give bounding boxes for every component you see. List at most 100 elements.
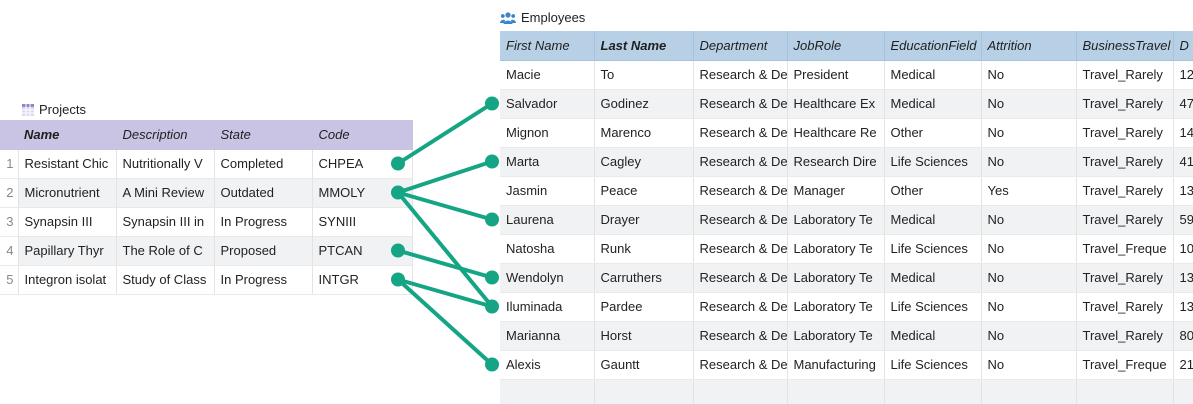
jobrole-cell[interactable]: Healthcare Ex xyxy=(787,89,885,119)
connector-end-dot[interactable] xyxy=(485,96,499,111)
department-cell[interactable]: Research & De xyxy=(693,292,788,322)
educationfield-cell[interactable] xyxy=(884,379,982,404)
project-description-cell[interactable]: The Role of C xyxy=(116,236,215,266)
column-header-d[interactable]: D xyxy=(1173,31,1193,61)
attrition-cell[interactable]: No xyxy=(981,321,1077,351)
jobrole-cell[interactable]: Manufacturing xyxy=(787,350,885,380)
project-code-cell[interactable]: SYNIII xyxy=(312,207,413,237)
educationfield-cell[interactable]: Medical xyxy=(884,89,982,119)
attrition-cell[interactable]: No xyxy=(981,350,1077,380)
jobrole-cell[interactable]: Laboratory Te xyxy=(787,205,885,235)
businesstravel-cell[interactable]: Travel_Freque xyxy=(1076,234,1174,264)
attrition-cell[interactable]: No xyxy=(981,60,1077,90)
last-name-cell[interactable]: Peace xyxy=(594,176,694,206)
d-cell[interactable] xyxy=(1173,379,1193,404)
first-name-cell[interactable]: Jasmin xyxy=(500,176,595,206)
department-cell[interactable]: Research & De xyxy=(693,118,788,148)
businesstravel-cell[interactable]: Travel_Rarely xyxy=(1076,147,1174,177)
first-name-cell[interactable]: Salvador xyxy=(500,89,595,119)
jobrole-cell[interactable]: Laboratory Te xyxy=(787,263,885,293)
first-name-cell[interactable]: Mignon xyxy=(500,118,595,148)
connector-end-dot[interactable] xyxy=(485,270,499,285)
jobrole-cell[interactable]: Healthcare Re xyxy=(787,118,885,148)
first-name-cell[interactable]: Macie xyxy=(500,60,595,90)
project-name-cell[interactable]: Micronutrient xyxy=(18,178,117,208)
column-header-attrition[interactable]: Attrition xyxy=(981,31,1077,61)
department-cell[interactable]: Research & De xyxy=(693,176,788,206)
project-code-cell[interactable]: CHPEA xyxy=(312,149,413,179)
last-name-cell[interactable]: Gauntt xyxy=(594,350,694,380)
department-cell[interactable]: Research & De xyxy=(693,234,788,264)
d-cell[interactable]: 13 xyxy=(1173,176,1193,206)
department-cell[interactable]: Research & De xyxy=(693,147,788,177)
first-name-cell[interactable]: Marianna xyxy=(500,321,595,351)
last-name-cell[interactable]: Cagley xyxy=(594,147,694,177)
jobrole-cell[interactable]: Manager xyxy=(787,176,885,206)
first-name-cell[interactable]: Laurena xyxy=(500,205,595,235)
project-state-cell[interactable]: In Progress xyxy=(214,265,313,295)
businesstravel-cell[interactable]: Travel_Rarely xyxy=(1076,263,1174,293)
d-cell[interactable]: 80 xyxy=(1173,321,1193,351)
businesstravel-cell[interactable]: Travel_Rarely xyxy=(1076,176,1174,206)
educationfield-cell[interactable]: Life Sciences xyxy=(884,234,982,264)
column-header-description[interactable]: Description xyxy=(116,120,215,150)
last-name-cell[interactable]: Horst xyxy=(594,321,694,351)
project-description-cell[interactable]: Synapsin III in xyxy=(116,207,215,237)
d-cell[interactable]: 13 xyxy=(1173,263,1193,293)
jobrole-cell[interactable]: Laboratory Te xyxy=(787,234,885,264)
project-description-cell[interactable]: Nutritionally V xyxy=(116,149,215,179)
attrition-cell[interactable]: No xyxy=(981,234,1077,264)
column-header-code[interactable]: Code xyxy=(312,120,413,150)
last-name-cell[interactable]: Runk xyxy=(594,234,694,264)
educationfield-cell[interactable]: Life Sciences xyxy=(884,147,982,177)
educationfield-cell[interactable]: Life Sciences xyxy=(884,292,982,322)
first-name-cell[interactable]: Natosha xyxy=(500,234,595,264)
department-cell[interactable]: Research & De xyxy=(693,321,788,351)
attrition-cell[interactable]: No xyxy=(981,263,1077,293)
attrition-cell[interactable]: No xyxy=(981,89,1077,119)
d-cell[interactable]: 14 xyxy=(1173,118,1193,148)
department-cell[interactable]: Research & De xyxy=(693,350,788,380)
project-name-cell[interactable]: Resistant Chic xyxy=(18,149,117,179)
businesstravel-cell[interactable]: Travel_Rarely xyxy=(1076,60,1174,90)
jobrole-cell[interactable]: President xyxy=(787,60,885,90)
last-name-cell[interactable] xyxy=(594,379,694,404)
jobrole-cell[interactable]: Research Dire xyxy=(787,147,885,177)
d-cell[interactable]: 13 xyxy=(1173,292,1193,322)
project-name-cell[interactable]: Papillary Thyr xyxy=(18,236,117,266)
project-description-cell[interactable]: Study of Class xyxy=(116,265,215,295)
first-name-cell[interactable]: Wendolyn xyxy=(500,263,595,293)
department-cell[interactable] xyxy=(693,379,788,404)
first-name-cell[interactable]: Alexis xyxy=(500,350,595,380)
project-description-cell[interactable]: A Mini Review xyxy=(116,178,215,208)
businesstravel-cell[interactable]: Travel_Rarely xyxy=(1076,205,1174,235)
department-cell[interactable]: Research & De xyxy=(693,89,788,119)
jobrole-cell[interactable]: Laboratory Te xyxy=(787,292,885,322)
column-header-last-name[interactable]: Last Name xyxy=(594,31,694,61)
column-header-name[interactable]: Name xyxy=(18,120,117,150)
first-name-cell[interactable] xyxy=(500,379,595,404)
attrition-cell[interactable]: Yes xyxy=(981,176,1077,206)
project-code-cell[interactable]: MMOLY xyxy=(312,178,413,208)
attrition-cell[interactable]: No xyxy=(981,147,1077,177)
last-name-cell[interactable]: To xyxy=(594,60,694,90)
project-state-cell[interactable]: Outdated xyxy=(214,178,313,208)
project-code-cell[interactable]: INTGR xyxy=(312,265,413,295)
connector-end-dot[interactable] xyxy=(485,357,499,372)
educationfield-cell[interactable]: Medical xyxy=(884,321,982,351)
attrition-cell[interactable]: No xyxy=(981,118,1077,148)
project-state-cell[interactable]: In Progress xyxy=(214,207,313,237)
column-header-state[interactable]: State xyxy=(214,120,313,150)
last-name-cell[interactable]: Marenco xyxy=(594,118,694,148)
d-cell[interactable]: 41 xyxy=(1173,147,1193,177)
connector-end-dot[interactable] xyxy=(485,299,499,314)
educationfield-cell[interactable]: Medical xyxy=(884,205,982,235)
